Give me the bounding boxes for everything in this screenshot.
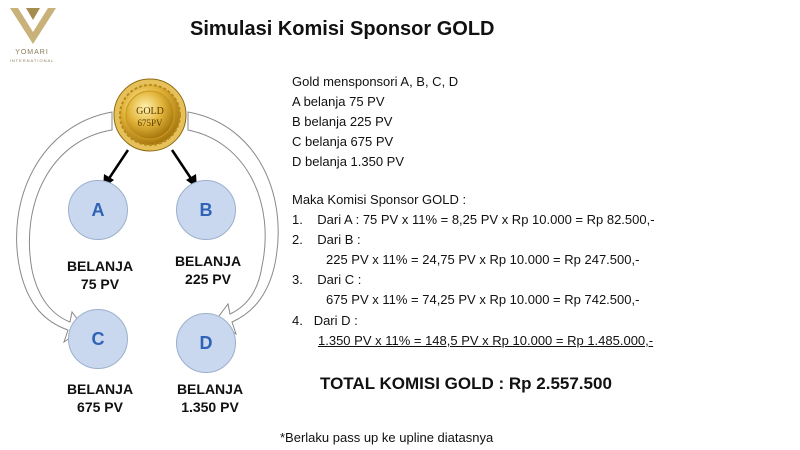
coin-line2: 675PV	[137, 118, 163, 128]
commission-item-2: 2. Dari B :	[292, 232, 361, 247]
item-3-label: Dari C :	[317, 272, 362, 287]
info-header: Gold mensponsori A, B, C, D	[292, 74, 459, 89]
yomari-logo-icon	[10, 8, 56, 44]
sponsor-diagram: GOLD 675PV	[16, 78, 279, 344]
node-a: A	[68, 180, 128, 240]
commission-item-4: 4. Dari D :	[292, 313, 358, 328]
purchase-a: A belanja 75 PV	[292, 94, 385, 109]
item-2-label: Dari B :	[317, 232, 361, 247]
logo-subtitle: INTERNATIONAL	[9, 58, 55, 63]
node-b: B	[176, 180, 236, 240]
node-d-label-line2: 1.350 PV	[181, 399, 239, 415]
node-b-label-line1: BELANJA	[174, 253, 242, 269]
item-1-num: 1.	[292, 212, 303, 227]
node-a-label-line2: 75 PV	[80, 276, 120, 292]
item-2-num: 2.	[292, 232, 303, 247]
logo-name: YOMARI	[15, 49, 49, 56]
purchase-c: C belanja 675 PV	[292, 134, 394, 149]
item-4-label: Dari D :	[313, 313, 358, 328]
node-d-label-line1: BELANJA	[176, 381, 244, 397]
commission-item-1: 1. Dari A : 75 PV x 11% = 8,25 PV x Rp 1…	[292, 212, 655, 227]
node-a-label: BELANJA 75 PV	[45, 257, 155, 293]
purchase-d: D belanja 1.350 PV	[292, 154, 405, 169]
commission-item-3: 3. Dari C :	[292, 272, 361, 287]
node-c-label-line2: 675 PV	[77, 399, 123, 415]
node-b-label: BELANJA 225 PV	[153, 252, 263, 288]
item-3-detail: 675 PV x 11% = 74,25 PV x Rp 10.000 = Rp…	[326, 292, 640, 307]
coin-line1: GOLD	[136, 106, 164, 117]
item-3-num: 3.	[292, 272, 303, 287]
item-4-detail-text: 1.350 PV x 11% = 148,5 PV x Rp 10.000 = …	[318, 333, 654, 348]
node-c-label-line1: BELANJA	[66, 381, 134, 397]
item-2-detail: 225 PV x 11% = 24,75 PV x Rp 10.000 = Rp…	[326, 252, 640, 267]
page-title: Simulasi Komisi Sponsor GOLD	[190, 18, 495, 40]
footnote: *Berlaku pass up ke upline diatasnya	[280, 430, 494, 445]
item-4-num: 4.	[292, 313, 303, 328]
node-c-label: BELANJA 675 PV	[45, 380, 155, 416]
node-b-label-line2: 225 PV	[185, 271, 231, 287]
gold-coin-icon: GOLD 675PV	[113, 78, 187, 152]
total-commission: TOTAL KOMISI GOLD : Rp 2.557.500	[320, 374, 612, 393]
node-d-label: BELANJA 1.350 PV	[155, 380, 265, 416]
commission-title: Maka Komisi Sponsor GOLD :	[292, 192, 467, 207]
purchase-b: B belanja 225 PV	[292, 114, 393, 129]
item-4-detail: 1.350 PV x 11% = 148,5 PV x Rp 10.000 = …	[318, 333, 653, 348]
node-a-label-line1: BELANJA	[66, 258, 134, 274]
node-d: D	[176, 313, 236, 373]
node-c: C	[68, 309, 128, 369]
item-1-label: Dari A : 75 PV x 11% = 8,25 PV x Rp 10.0…	[317, 212, 655, 227]
